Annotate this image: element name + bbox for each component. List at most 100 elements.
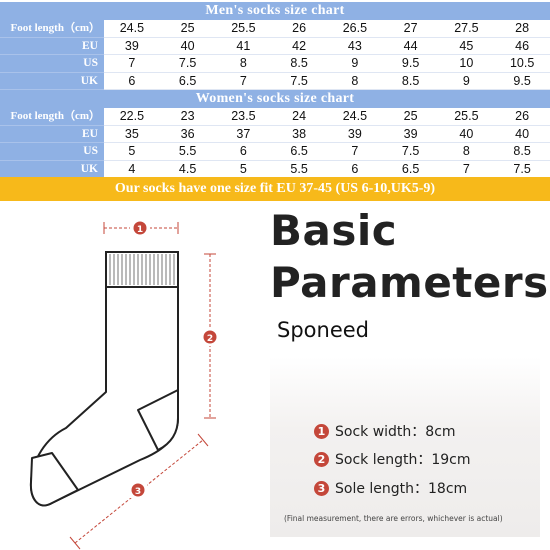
table-cell: 9 [438, 72, 495, 90]
table-cell: 5.5 [271, 160, 327, 178]
table-cell: 37 [215, 125, 272, 143]
row-header: Foot length（cm） [0, 20, 104, 38]
parameters-card: 1 Sock width：8cm 2 Sock length：19cm 3 So… [270, 357, 540, 537]
marker-3: 3 [129, 482, 147, 498]
table-cell: 42 [271, 37, 327, 55]
table-cell: 40 [438, 125, 495, 143]
marker-2-label: 2 [207, 334, 213, 344]
womens-chart-title: Women's socks size chart [0, 90, 550, 108]
womens-chart-grid: Foot length（cm） 22.5 23 23.5 24 24.5 25 … [0, 108, 550, 178]
title-line-2: Parameters [270, 258, 549, 307]
table-cell: 8 [327, 72, 383, 90]
table-cell: 43 [327, 37, 383, 55]
sock-diagram: 1 2 3 [29, 220, 218, 550]
table-cell: 7.5 [382, 143, 439, 161]
parameter-number: 3 [314, 480, 329, 496]
row-header: US [0, 143, 104, 161]
table-cell: 6 [327, 160, 383, 178]
cuff-ribs [109, 254, 175, 285]
table-cell: 6 [104, 72, 160, 90]
one-size-banner: Our socks have one size fit EU 37-45 (US… [0, 177, 550, 201]
row-header: US [0, 55, 104, 73]
table-cell: 9.5 [382, 55, 439, 73]
table-cell: 39 [104, 37, 160, 55]
marker-1: 1 [130, 220, 150, 236]
table-cell: 6 [215, 143, 272, 161]
mens-chart-title: Men's socks size chart [0, 2, 550, 20]
table-cell: 4 [104, 160, 160, 178]
table-cell: 25 [382, 108, 439, 126]
table-cell: 10 [438, 55, 495, 73]
table-cell: 8.5 [271, 55, 327, 73]
table-cell: 46 [494, 37, 550, 55]
parameter-number: 1 [314, 423, 329, 439]
table-cell: 40 [494, 125, 550, 143]
table-cell: 44 [382, 37, 439, 55]
marker-2: 2 [202, 328, 218, 346]
table-cell: 24 [271, 108, 327, 126]
parameter-sock-width: 1 Sock width：8cm [314, 421, 456, 441]
table-cell: 8 [215, 55, 272, 73]
table-cell: 36 [159, 125, 216, 143]
table-cell: 7.5 [494, 160, 550, 178]
table-cell: 26 [494, 108, 550, 126]
table-cell: 22.5 [104, 108, 160, 126]
table-cell: 8 [438, 143, 495, 161]
table-cell: 5 [215, 160, 272, 178]
table-cell: 5 [104, 143, 160, 161]
table-cell: 10.5 [494, 55, 550, 73]
sock-heel [137, 389, 179, 451]
table-cell: 9 [327, 55, 383, 73]
table-cell: 23.5 [215, 108, 272, 126]
row-header: UK [0, 160, 104, 178]
table-cell: 25.5 [215, 20, 272, 38]
brand-name: Sponeed [277, 318, 369, 342]
table-cell: 26 [271, 20, 327, 38]
table-cell: 35 [104, 125, 160, 143]
table-cell: 25 [159, 20, 216, 38]
table-cell: 7 [327, 143, 383, 161]
table-cell: 39 [327, 125, 383, 143]
table-cell: 28 [494, 20, 550, 38]
table-cell: 5.5 [159, 143, 216, 161]
table-cell: 39 [382, 125, 439, 143]
table-cell: 8.5 [382, 72, 439, 90]
marker-1-label: 1 [137, 225, 143, 235]
table-cell: 38 [271, 125, 327, 143]
table-cell: 41 [215, 37, 272, 55]
parameter-text: Sole length：18cm [335, 481, 468, 497]
table-cell: 4.5 [159, 160, 216, 178]
row-header: Foot length（cm） [0, 108, 104, 126]
title-line-1: Basic [270, 206, 398, 255]
parameter-text: Sock length：19cm [335, 452, 471, 468]
table-cell: 8.5 [494, 143, 550, 161]
table-cell: 25.5 [438, 108, 495, 126]
row-header: EU [0, 37, 104, 55]
marker-3-label: 3 [135, 487, 141, 497]
parameter-number: 2 [314, 451, 329, 467]
table-cell: 24.5 [327, 108, 383, 126]
parameter-sole-length: 3 Sole length：18cm [314, 478, 467, 498]
sock-toe [29, 452, 79, 507]
row-header: EU [0, 125, 104, 143]
table-cell: 27 [382, 20, 439, 38]
table-cell: 6.5 [382, 160, 439, 178]
table-cell: 6.5 [271, 143, 327, 161]
table-cell: 7 [215, 72, 272, 90]
row-header: UK [0, 72, 104, 90]
womens-size-chart: Women's socks size chart Foot length（cm）… [0, 90, 550, 178]
table-cell: 6.5 [159, 72, 216, 90]
table-cell: 7 [104, 55, 160, 73]
table-cell: 26.5 [327, 20, 383, 38]
table-cell: 45 [438, 37, 495, 55]
table-cell: 40 [159, 37, 216, 55]
table-cell: 27.5 [438, 20, 495, 38]
measurement-note: (Final measurement, there are errors, wh… [284, 514, 503, 523]
table-cell: 7.5 [271, 72, 327, 90]
table-cell: 7.5 [159, 55, 216, 73]
parameter-sock-length: 2 Sock length：19cm [314, 449, 470, 469]
parameter-text: Sock width：8cm [335, 424, 456, 440]
table-cell: 7 [438, 160, 495, 178]
mens-chart-grid: Foot length（cm） 24.5 25 25.5 26 26.5 27 … [0, 20, 550, 90]
table-cell: 9.5 [494, 72, 550, 90]
